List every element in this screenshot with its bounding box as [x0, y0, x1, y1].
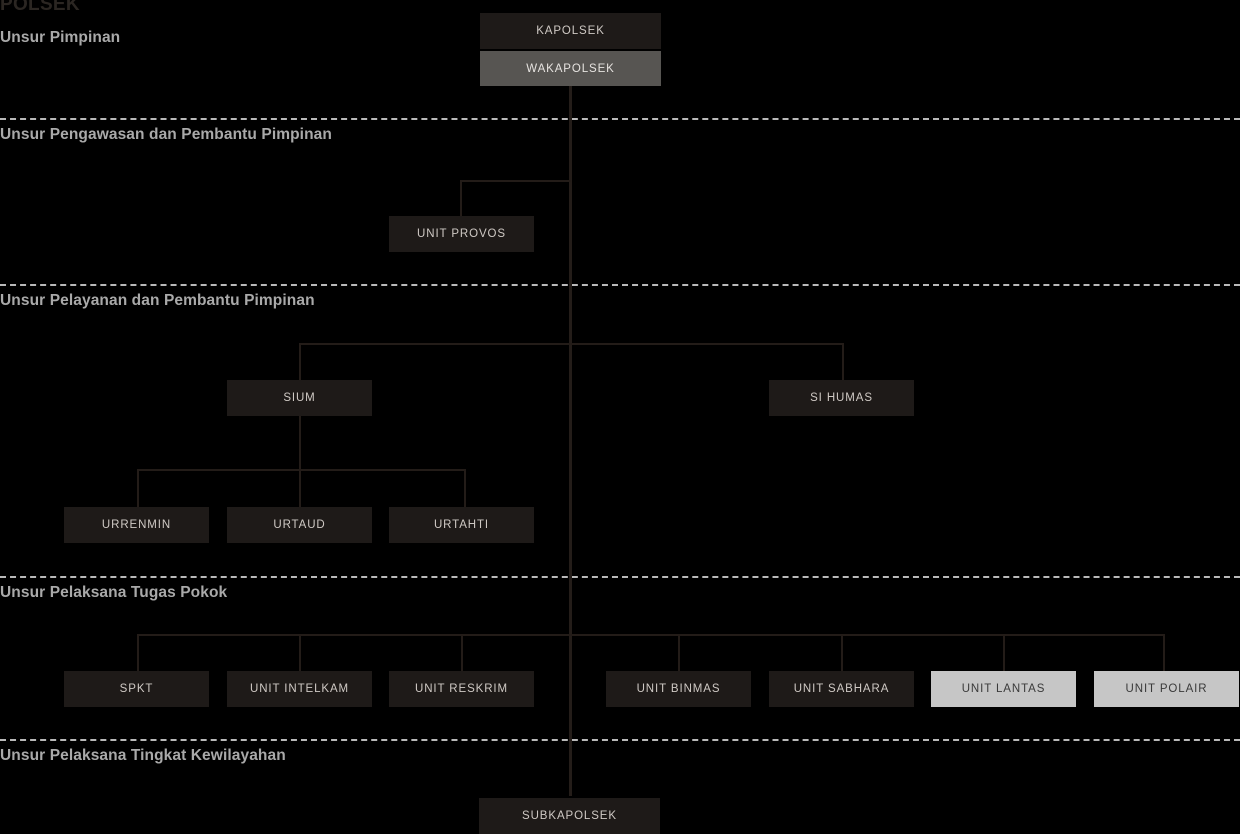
node-urtaud[interactable]: URTAUD [227, 507, 372, 543]
node-si-humas[interactable]: SI HUMAS [769, 380, 914, 416]
connector-sium-children-horizontal [137, 469, 466, 471]
node-wakapolsek[interactable]: WAKAPOLSEK [480, 51, 661, 86]
connector-polair-drop [1163, 634, 1165, 671]
connector-pelaksana-horizontal [137, 634, 1164, 636]
connector-sihumas-drop [842, 343, 844, 380]
node-urtahti[interactable]: URTAHTI [389, 507, 534, 543]
page-title: POLSEK [0, 0, 80, 15]
section-divider-kewilayahan [0, 739, 1240, 741]
section-label-unsur-kewilayahan: Unsur Pelaksana Tingkat Kewilayahan [0, 747, 286, 764]
node-subkapolsek[interactable]: SUBKAPOLSEK [479, 798, 660, 834]
connector-reskrim-drop [461, 634, 463, 671]
node-unit-reskrim[interactable]: UNIT RESKRIM [389, 671, 534, 707]
connector-urtaud-drop [299, 469, 301, 507]
node-kapolsek[interactable]: KAPOLSEK [480, 13, 661, 49]
section-label-unsur-pengawasan: Unsur Pengawasan dan Pembantu Pimpinan [0, 126, 332, 143]
main-trunk-line [569, 86, 572, 796]
node-unit-intelkam[interactable]: UNIT INTELKAM [227, 671, 372, 707]
connector-sabhara-drop [841, 634, 843, 671]
node-unit-provos[interactable]: UNIT PROVOS [389, 216, 534, 252]
node-sium[interactable]: SIUM [227, 380, 372, 416]
connector-provos-horizontal [460, 180, 571, 182]
node-urrenmin[interactable]: URRENMIN [64, 507, 209, 543]
section-label-unsur-pimpinan: Unsur Pimpinan [0, 29, 121, 46]
connector-urrenmin-drop [137, 469, 139, 507]
section-divider-pengawasan [0, 118, 1240, 120]
section-label-unsur-pelayanan: Unsur Pelayanan dan Pembantu Pimpinan [0, 292, 315, 309]
connector-urtahti-drop [464, 469, 466, 507]
connector-spkt-drop [137, 634, 139, 671]
connector-pelayanan-horizontal [299, 343, 844, 345]
section-divider-pelayanan [0, 284, 1240, 286]
connector-sium-stem [299, 416, 301, 469]
section-divider-pelaksana [0, 576, 1240, 578]
connector-lantas-drop [1003, 634, 1005, 671]
node-spkt[interactable]: SPKT [64, 671, 209, 707]
node-unit-sabhara[interactable]: UNIT SABHARA [769, 671, 914, 707]
node-unit-binmas[interactable]: UNIT BINMAS [606, 671, 751, 707]
node-unit-polair[interactable]: UNIT POLAIR [1094, 671, 1239, 707]
node-unit-lantas[interactable]: UNIT LANTAS [931, 671, 1076, 707]
section-label-unsur-pelaksana: Unsur Pelaksana Tugas Pokok [0, 584, 228, 601]
connector-provos-drop [460, 180, 462, 216]
connector-sium-drop [299, 343, 301, 380]
connector-binmas-drop [678, 634, 680, 671]
connector-intelkam-drop [299, 634, 301, 671]
